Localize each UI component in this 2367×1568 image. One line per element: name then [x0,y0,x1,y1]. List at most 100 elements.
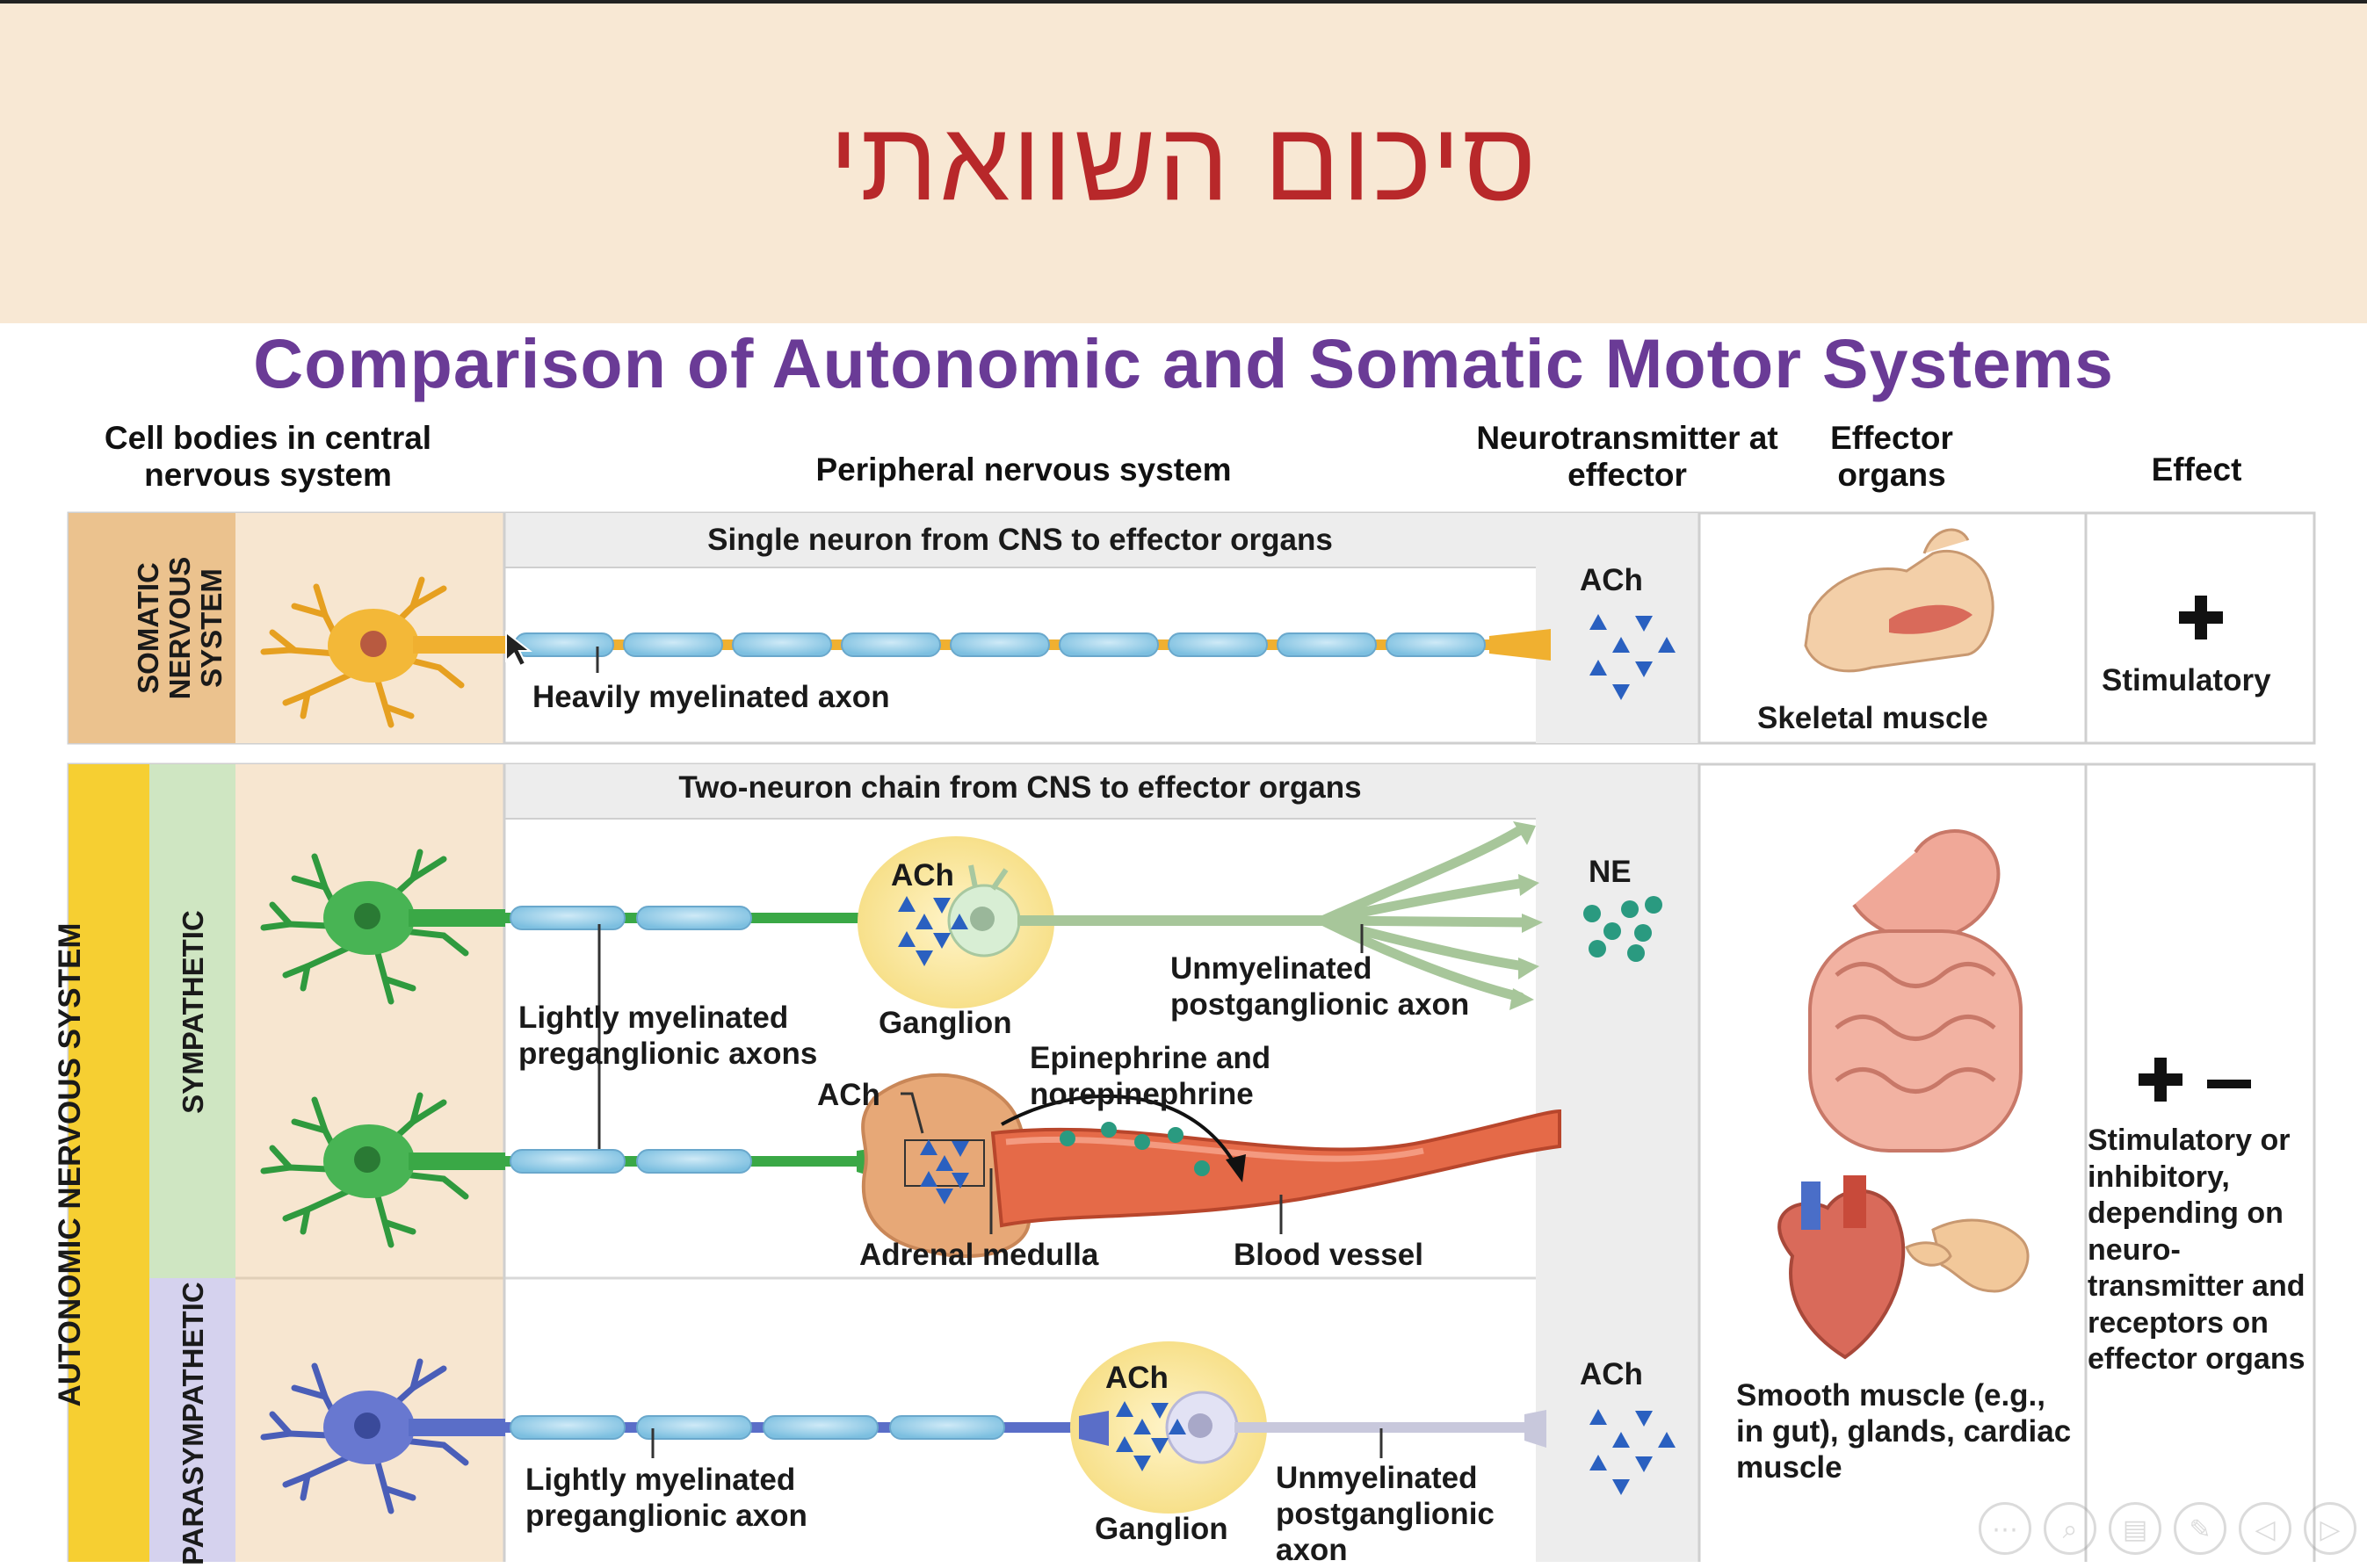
ach-molecule [1116,1436,1133,1452]
ach-molecule [916,950,933,966]
parasympathetic-preganglionic-label: Lightly myelinated preganglionic axon [525,1463,807,1533]
ach-molecule [1635,1456,1653,1472]
somatic-axon-terminal [1489,629,1551,661]
ach-molecule [952,1173,969,1189]
sympathetic-tab [149,764,235,1278]
mouse-cursor-icon [505,630,532,668]
parasympathetic-postganglionic-axon [1234,1422,1524,1433]
hormones-label: Epinephrine and norepinephrine [1030,1041,1271,1111]
autonomic-system-label: AUTONOMIC NERVOUS SYSTEM [53,922,87,1407]
ne-molecule [1101,1122,1117,1138]
ach-molecule [952,1141,969,1157]
autonomic-panel [67,528,2316,1562]
parasympathetic-ganglion-ach: ACh [1105,1361,1169,1395]
somatic-neurotransmitter: ACh [1580,563,1643,597]
hormone-release-arrow [1001,1094,1239,1169]
column-header-neurotransmitter: Neurotransmitter at effector [1476,420,1778,493]
somatic-effect-label: Stimulatory [2102,663,2271,697]
figure-title: Comparison of Autonomic and Somatic Moto… [253,324,2114,402]
sympathetic-postganglionic-label: Unmyelinated postganglionic axon [1170,951,1470,1022]
sympathetic-neurotransmitter: NE [1589,855,1632,889]
ach-molecule [898,931,916,947]
gland-illustration [1905,1218,2030,1293]
ach-molecule [1612,1432,1630,1448]
sympathetic-preganglionic-label: Lightly myelinated preganglionic axons [518,1001,818,1071]
ne-molecule [1621,900,1639,918]
ne-molecule [1589,940,1606,957]
autonomic-effect-label: Stimulatory or inhibitory, depending on … [2088,1124,2305,1376]
ach-molecule [933,898,951,914]
ne-molecule [1134,1134,1150,1150]
ach-molecule [1116,1401,1133,1417]
column-header-effector: Effector organs [1830,420,1953,493]
myelin-sheath [623,632,723,657]
ach-molecule [1133,1419,1151,1434]
myelin-sheath [1059,632,1159,657]
myelin-sheath [841,632,941,657]
myelin-sheath [510,1149,626,1174]
adrenal-ach-label: ACh [817,1078,880,1112]
autonomic-plus-minus-icon [2139,1058,2251,1102]
zoom-icon[interactable]: ⌕ [2044,1502,2096,1555]
ach-molecule [1612,1479,1630,1495]
myelin-sheath [950,632,1050,657]
ach-molecule [951,914,968,929]
ach-molecule [1133,1456,1151,1471]
ach-molecule [1169,1419,1186,1434]
autonomic-system-tab [69,764,149,1562]
myelin-sheath [1277,632,1377,657]
ach-molecule [1612,637,1630,653]
myelin-sheath [636,906,752,930]
heart-illustration [1777,1175,1906,1360]
ne-molecule [1060,1131,1075,1146]
ne-molecule [1194,1160,1210,1176]
parasympathetic-neurotransmitter: ACh [1580,1357,1643,1391]
ach-molecule [898,896,916,912]
more-icon[interactable]: ⋯ [1979,1502,2031,1555]
somatic-system-tab [69,513,235,743]
adrenal-medulla-label: Adrenal medulla [859,1238,1099,1272]
ach-molecule [1589,1455,1607,1470]
myelin-sheath [1168,632,1268,657]
ach-molecule [1151,1403,1169,1419]
prev-icon[interactable]: ◁ [2239,1502,2291,1555]
slides-icon[interactable]: ▤ [2109,1502,2161,1555]
somatic-system-text: SOMATIC NERVOUS SYSTEM [132,556,228,700]
ach-molecule [1589,1409,1607,1425]
sympathetic-ganglion-ach: ACh [891,858,954,892]
slide-viewer-controls: ⋯ ⌕ ▤ ✎ ◁ ▷ [1979,1502,2356,1555]
myelin-sheath [510,1415,626,1440]
next-icon[interactable]: ▷ [2304,1502,2356,1555]
ne-molecule [1168,1127,1184,1143]
ach-molecule [920,1139,937,1155]
myelin-sheath [889,1415,1005,1440]
top-edge [0,0,2367,4]
autonomic-effector-label: Smooth muscle (e.g., in gut), glands, ca… [1736,1378,2072,1485]
ach-molecule [1151,1438,1169,1454]
blood-vessel [990,1109,1561,1228]
myelin-sheath [636,1415,752,1440]
myelin-sheath [636,1149,752,1174]
myelin-sheath [510,906,626,930]
somatic-plus-icon [2179,596,2223,639]
somatic-banner: Single neuron from CNS to effector organ… [707,523,1333,557]
ne-molecule [1627,944,1645,962]
autonomic-banner: Two-neuron chain from CNS to effector or… [678,770,1362,805]
parasympathetic-ganglion-label: Ganglion [1095,1512,1228,1546]
blood-vessel-label: Blood vessel [1234,1238,1423,1272]
parasympathetic-tab [149,1278,235,1562]
column-header-cns: Cell bodies in central nervous system [104,420,432,493]
somatic-neuron [260,576,465,728]
postganglionic-branches [1317,825,1534,1002]
ne-molecule [1634,924,1652,942]
somatic-banner-box [504,513,1536,567]
somatic-system-label: SOMATIC NERVOUS SYSTEM [132,496,228,760]
parasympathetic-neuron [260,1358,469,1514]
myelin-sheath [1386,632,1486,657]
ach-molecule [1635,616,1653,632]
sympathetic-postganglionic-axon [1017,915,1334,926]
ach-molecule [933,933,951,949]
pen-icon[interactable]: ✎ [2174,1502,2226,1555]
stomach-intestine-illustration [1808,829,2023,1153]
parasympathetic-label: PARASYMPATHETIC [177,1282,209,1565]
